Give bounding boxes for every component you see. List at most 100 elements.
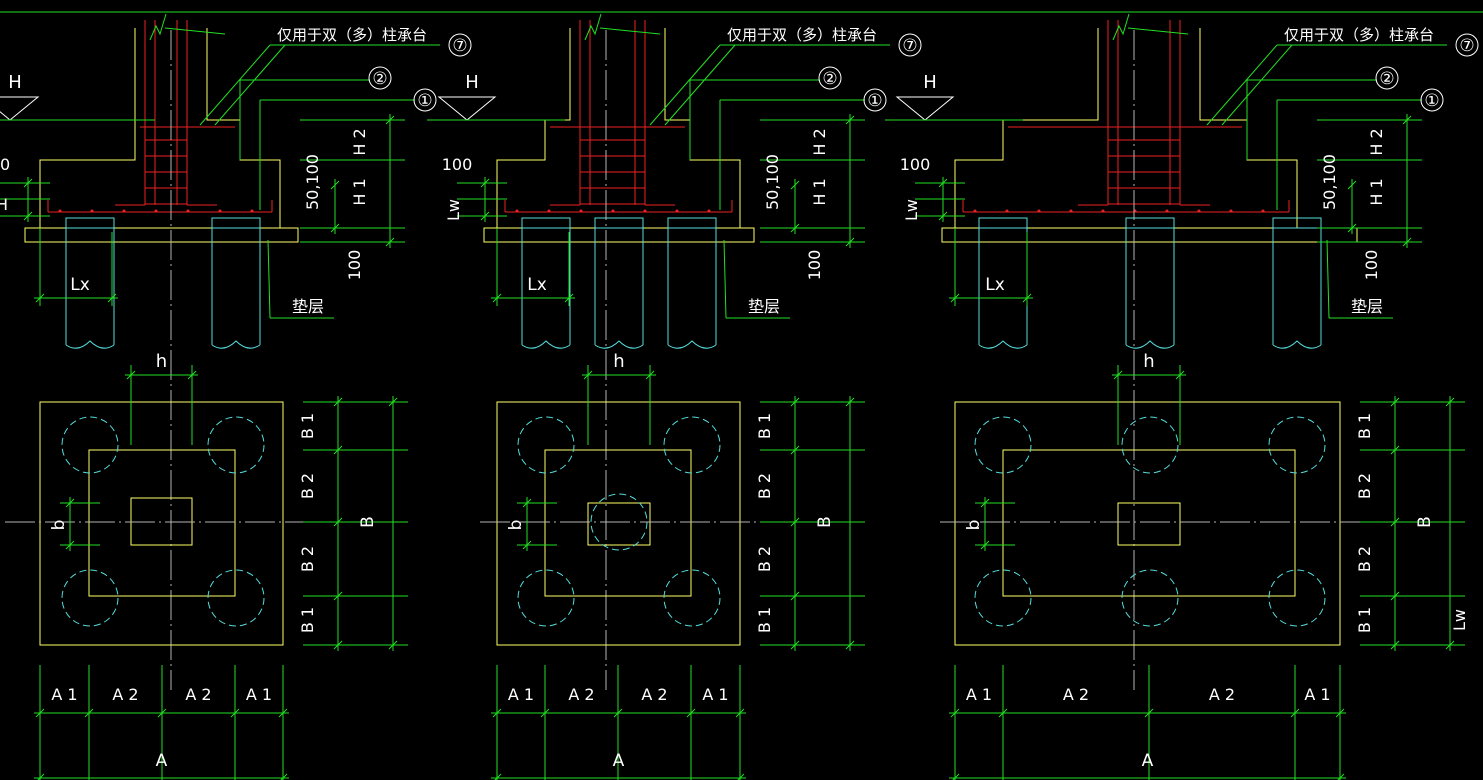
column-depth-label: b [506,520,526,531]
column-width-label: h [613,351,624,372]
dimension-tick [333,640,343,650]
dimension-tick [157,708,167,718]
right-dim-label: 50,100 [763,154,782,210]
dimension-tick [333,397,343,407]
callout-bubble [413,88,437,112]
note-text: 仅用于双（多）柱承台 [727,26,877,44]
callout-number: ② [372,69,387,89]
pile-head [667,217,717,229]
plan-bottom-label: A 2 [1209,685,1235,704]
plan-bottom-label: A 1 [702,685,728,704]
right-dim-label: 50,100 [303,154,322,210]
plan-total-bottom: A [613,751,625,771]
dimension-tick [845,397,855,407]
rebar-dot [1101,209,1105,213]
rebar-dot [154,209,158,213]
pad-leader [723,239,727,319]
column-plan [587,502,651,546]
callout-number: ② [822,69,837,89]
dimension-tick [480,211,490,221]
plan-right-label: B 1 [298,413,317,439]
callout-number: ① [1424,91,1439,111]
right-dim-label: 100 [1362,250,1381,281]
callout-bubble [898,33,922,57]
pad-leader [267,239,271,319]
level-label: H [465,72,479,93]
right-dim-label: 100 [805,250,824,281]
plan-right-label: B 1 [1355,413,1374,439]
pile-plan-circle [974,569,1032,627]
pile-plan-circle [517,569,575,627]
step-plan-outline [88,449,236,597]
dimension-tick [1445,640,1455,650]
level-label: H [923,72,937,93]
dimension-tick [492,708,502,718]
dimension-tick [280,773,288,780]
right-dim-label: H 1 [350,178,369,205]
rebar-dot [973,209,977,213]
rebar-dot [122,209,126,213]
right-dim-label: 100 [345,250,364,281]
plan-right-label: B 1 [1355,607,1374,633]
plan-right-label: B 1 [298,607,317,633]
rebar-dot [186,209,190,213]
plan-bottom-label: A 1 [1304,685,1330,704]
break-symbol [1112,13,1130,41]
note-leader [199,44,271,126]
plan-right-label: B 2 [298,473,317,499]
break-symbol [149,13,167,41]
dimension-tick [1144,708,1154,718]
dimension-tick [613,708,623,718]
rebar-dot [515,209,519,213]
rebar-dot [643,209,647,213]
pile-plan-circle [663,416,721,474]
dimension-tick [35,708,45,718]
cap-plan-outline [496,401,741,646]
pile-plan-circle [1268,569,1326,627]
pad-label: 垫层 [292,297,324,316]
plan-right-label: B 2 [755,473,774,499]
rebar-dot [1069,209,1073,213]
dimension-tick [1390,445,1400,455]
pad-label: 垫层 [1351,297,1383,316]
dimension-tick [480,178,490,188]
callout-number: ① [867,91,882,111]
pile-head [211,217,261,229]
dimension-tick [790,180,800,190]
left-dim-label: 00 [0,155,10,174]
level-label: H [8,72,22,93]
right-dim-label: 50,100 [1320,154,1339,210]
callout-bubble [1455,33,1479,57]
note-leader [649,44,721,126]
column-width-label: h [1143,351,1154,372]
pile-break-mark [594,340,644,349]
plan-bottom-label: A 2 [185,685,211,704]
left-dim-label: Lw [444,199,463,221]
right-dim-label: H 1 [1367,178,1386,205]
dimension-tick [1402,237,1412,247]
dimension-tick [333,445,343,455]
dimension-tick [1390,591,1400,601]
dimension-tick [1337,773,1345,780]
break-line [1127,27,1189,35]
dimension-tick [84,708,94,718]
dimension-tick [737,773,745,780]
plan-bottom-label: A 2 [641,685,667,704]
dimension-tick [845,640,855,650]
plan-bottom-label: A 1 [51,685,77,704]
dimension-tick [494,773,502,780]
column-depth-label: b [964,520,984,531]
dimension-tick [735,708,745,718]
right-dim-label: H 2 [1367,128,1386,155]
pile-head [978,217,1028,229]
dimension-tick [1390,517,1400,527]
plan-right-label: B 1 [755,413,774,439]
right-dim-label: H 2 [810,128,829,155]
dimension-tick [388,640,398,650]
dimension-tick [1335,708,1345,718]
rebar-dot [1037,209,1041,213]
dimension-tick [938,211,948,221]
dimension-tick [1390,397,1400,407]
dimension-tick [938,178,948,188]
callout-number: ⑦ [902,36,917,56]
